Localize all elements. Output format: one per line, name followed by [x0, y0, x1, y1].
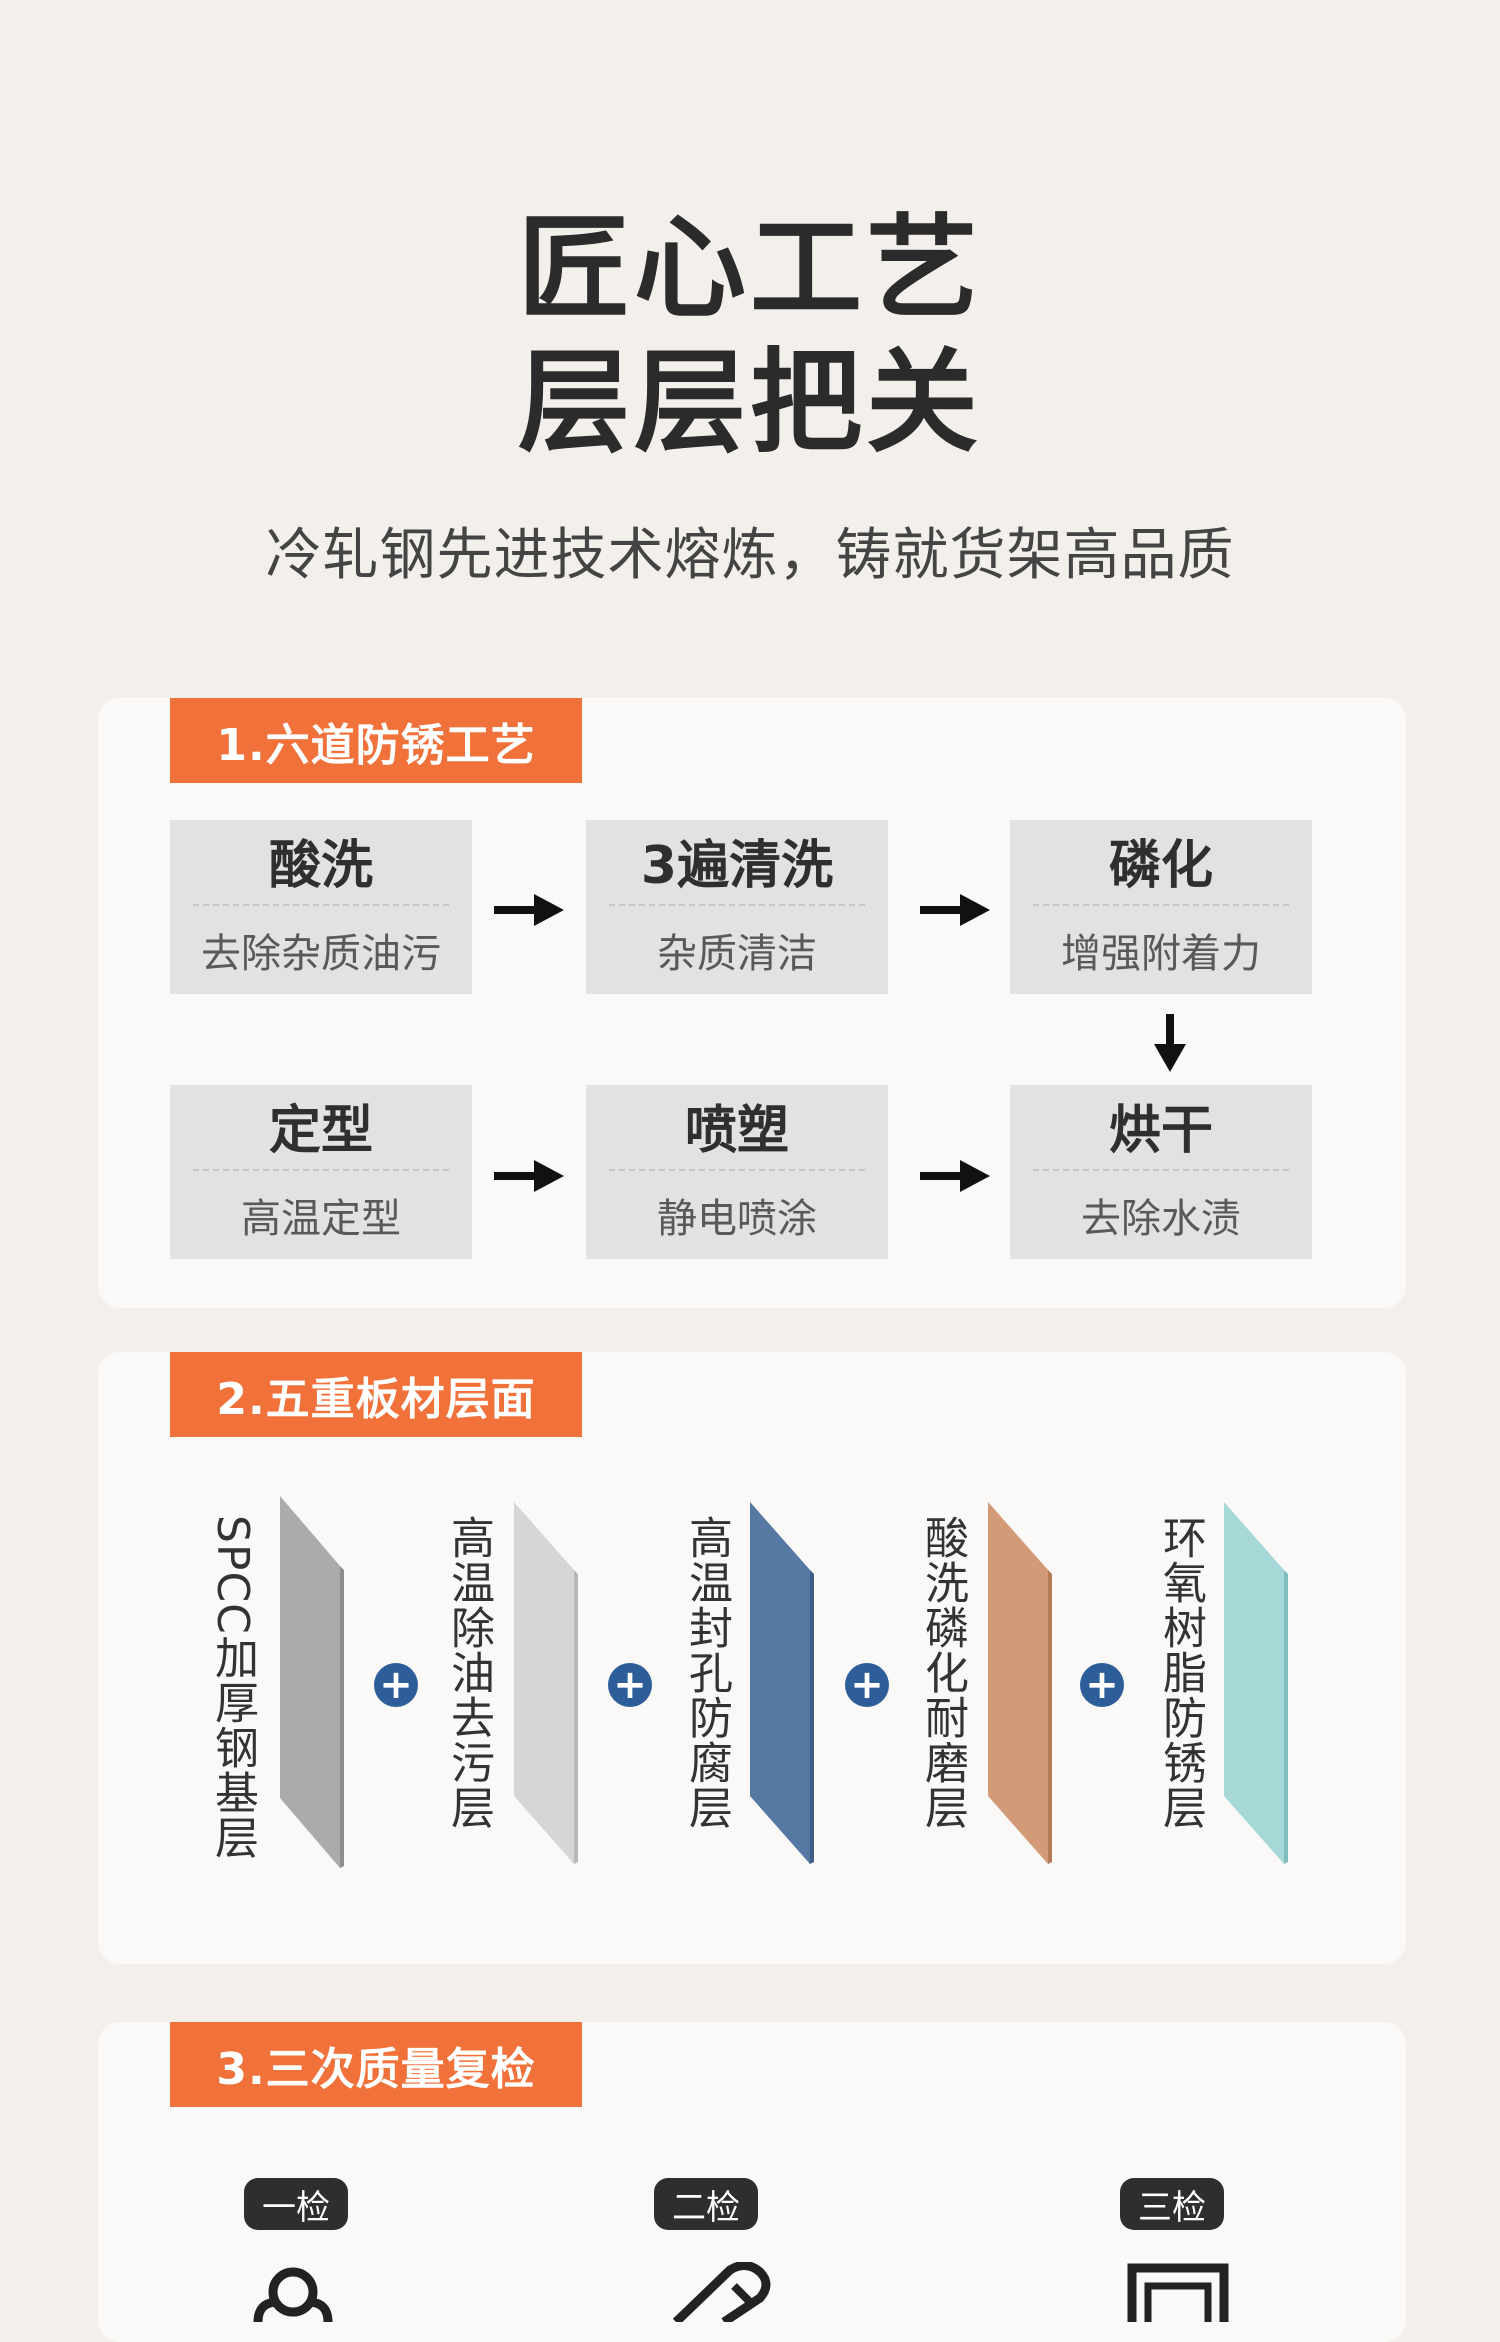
plus-icon: +	[374, 1663, 418, 1707]
plus-icon: +	[608, 1663, 652, 1707]
step-desc: 去除杂质油污	[201, 931, 441, 977]
plus-icon: +	[1080, 1663, 1124, 1707]
process-step-drying: 烘干 去除水渍	[1010, 1085, 1312, 1259]
layer-panel-epoxy	[1224, 1502, 1288, 1864]
arrow-right-icon	[920, 894, 990, 926]
process-step-phosphating: 磷化 增强附着力	[1010, 820, 1312, 994]
step-desc: 高温定型	[241, 1196, 401, 1242]
step-desc: 增强附着力	[1061, 931, 1261, 977]
step-desc: 静电喷涂	[657, 1196, 817, 1242]
tool-icon	[672, 2262, 771, 2322]
step-desc: 去除水渍	[1081, 1196, 1241, 1242]
step-title: 定型	[268, 1101, 373, 1161]
step-divider	[1033, 1169, 1289, 1171]
layer-panel-steel	[280, 1496, 344, 1868]
arrow-right-icon	[494, 894, 564, 926]
layer-label: 高温封孔防腐层	[681, 1515, 732, 1830]
step-divider	[609, 1169, 865, 1171]
step-title: 酸洗	[268, 836, 373, 896]
step-title: 烘干	[1108, 1101, 1213, 1161]
inspection-badge-1: 一检	[244, 2178, 348, 2230]
step-title: 磷化	[1108, 836, 1213, 896]
section-tag-layers: 2.五重板材层面	[170, 1352, 582, 1437]
inspector-icon	[253, 2267, 333, 2322]
inspection-badge-2: 二检	[654, 2178, 758, 2230]
inspection-badge-3: 三检	[1120, 2178, 1224, 2230]
step-divider	[193, 904, 449, 906]
step-title: 3遍清洗	[640, 836, 834, 896]
layer-label: 酸洗磷化耐磨层	[917, 1515, 968, 1830]
process-step-spraying: 喷塑 静电喷涂	[586, 1085, 888, 1259]
plus-icon: +	[845, 1663, 889, 1707]
subtitle: 冷轧钢先进技术熔炼，铸就货架高品质	[265, 523, 1235, 588]
layer-panel-degrease	[514, 1502, 578, 1864]
section-tag-rust-process: 1.六道防锈工艺	[170, 698, 582, 783]
arrow-right-icon	[494, 1160, 564, 1192]
step-divider	[1033, 904, 1289, 906]
process-step-washing: 3遍清洗 杂质清洁	[586, 820, 888, 994]
process-step-shaping: 定型 高温定型	[170, 1085, 472, 1259]
layer-label: 高温除油去污层	[443, 1515, 494, 1830]
title-line-2: 层层把关	[518, 338, 982, 468]
step-divider	[609, 904, 865, 906]
step-desc: 杂质清洁	[657, 931, 817, 977]
arrow-down-icon	[1154, 1014, 1186, 1072]
layer-label: 环氧树脂防锈层	[1155, 1515, 1206, 1830]
title-line-1: 匠心工艺	[518, 204, 982, 334]
arrow-right-icon	[920, 1160, 990, 1192]
layer-label: SPCC加厚钢基层	[207, 1515, 258, 1860]
step-divider	[193, 1169, 449, 1171]
step-title: 喷塑	[684, 1101, 789, 1161]
layer-panel-sealing	[750, 1502, 814, 1864]
layer-panel-phosphating	[988, 1502, 1052, 1864]
process-step-pickling: 酸洗 去除杂质油污	[170, 820, 472, 994]
section-tag-inspection: 3.三次质量复检	[170, 2022, 582, 2107]
monitor-icon	[1127, 2263, 1229, 2322]
